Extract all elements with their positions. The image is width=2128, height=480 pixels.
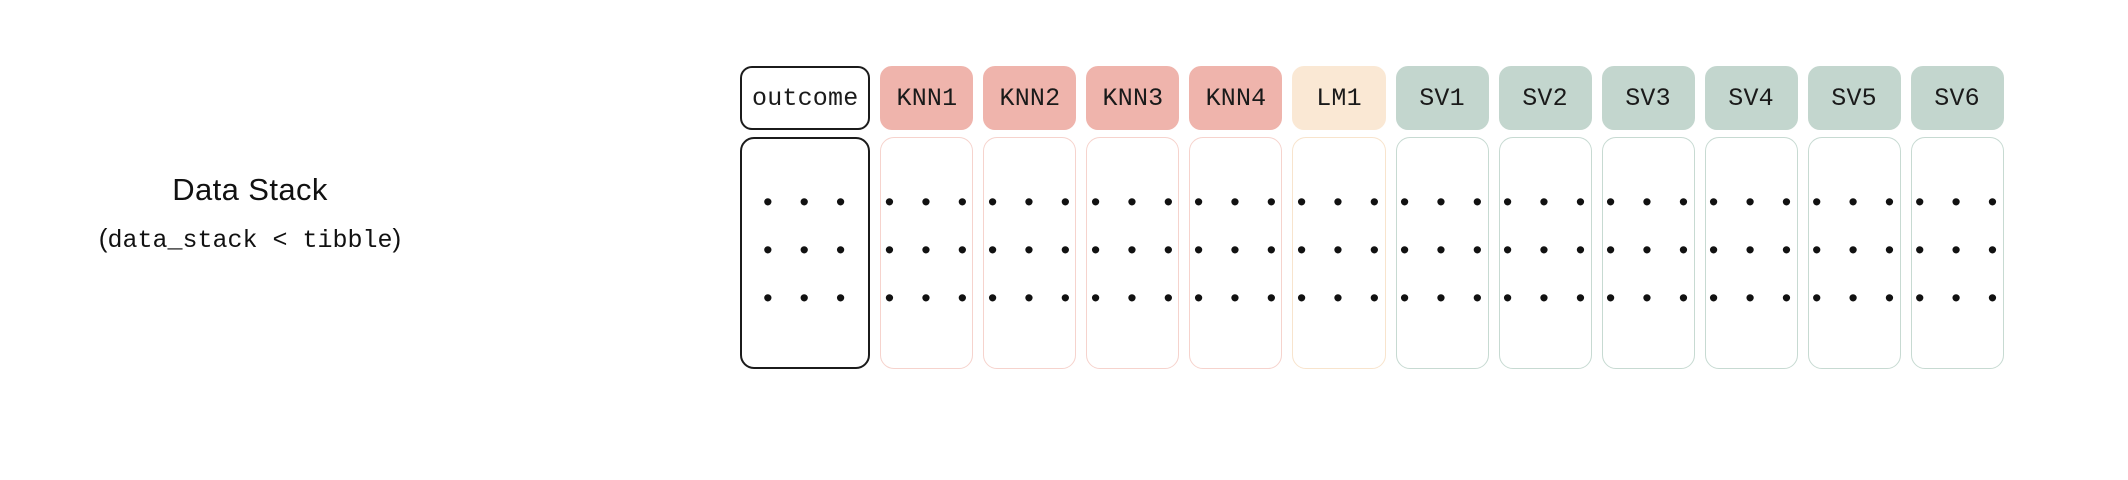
- table-row: • • •: [881, 190, 973, 220]
- table-column-lm1: LM1 • • • • • • • • •: [1292, 66, 1386, 369]
- table-column-sv2: SV2 • • • • • • • • •: [1498, 66, 1592, 369]
- column-header-chip[interactable]: KNN3: [1086, 66, 1180, 130]
- table-column-knn3: KNN3 • • • • • • • • •: [1086, 66, 1180, 369]
- column-body-box: • • • • • • • • •: [1086, 137, 1180, 369]
- table-row: • • •: [1808, 190, 1900, 220]
- table-column-sv6: SV6 • • • • • • • • •: [1910, 66, 2004, 369]
- table-row: • • •: [984, 286, 1076, 316]
- table-row: • • •: [1911, 286, 2003, 316]
- table-row: • • •: [1190, 238, 1282, 268]
- column-body-box: • • • • • • • • •: [1292, 137, 1386, 369]
- table-row: • • •: [1087, 190, 1179, 220]
- table-row: • • •: [1808, 286, 1900, 316]
- table-row: • • •: [1190, 286, 1282, 316]
- column-header-chip[interactable]: SV3: [1601, 66, 1695, 130]
- column-header-chip[interactable]: SV4: [1704, 66, 1798, 130]
- table-row: • • •: [1499, 190, 1591, 220]
- table-column-outcome: outcome • • • • • • • • •: [740, 66, 871, 369]
- table-column-sv1: SV1 • • • • • • • • •: [1395, 66, 1489, 369]
- table-row: • • •: [1602, 190, 1694, 220]
- data-stack-label-block: Data Stack (data_stack < tibble): [0, 170, 500, 258]
- column-header-chip[interactable]: SV6: [1910, 66, 2004, 130]
- column-header-chip[interactable]: KNN1: [880, 66, 974, 130]
- table-column-sv4: SV4 • • • • • • • • •: [1704, 66, 1798, 369]
- table-row: • • •: [1705, 286, 1797, 316]
- table-row: • • •: [1602, 238, 1694, 268]
- table-row: • • •: [1293, 238, 1385, 268]
- table-row: • • •: [1911, 238, 2003, 268]
- table-column-sv5: SV5 • • • • • • • • •: [1807, 66, 1901, 369]
- table-row: • • •: [1705, 238, 1797, 268]
- table-row: • • •: [984, 238, 1076, 268]
- table-row: • • •: [1293, 190, 1385, 220]
- subtitle-code: data_stack < tibble: [107, 226, 393, 255]
- table-row: • • •: [1396, 238, 1488, 268]
- table-row: • • •: [984, 190, 1076, 220]
- column-body-box: • • • • • • • • •: [1807, 137, 1901, 369]
- column-header-chip[interactable]: LM1: [1292, 66, 1386, 130]
- column-body-box: • • • • • • • • •: [1395, 137, 1489, 369]
- table-row: • • •: [759, 238, 851, 268]
- column-body-box: • • • • • • • • •: [880, 137, 974, 369]
- column-body-box: • • • • • • • • •: [1704, 137, 1798, 369]
- column-body-box: • • • • • • • • •: [983, 137, 1077, 369]
- table-column-knn2: KNN2 • • • • • • • • •: [983, 66, 1077, 369]
- table-column-sv3: SV3 • • • • • • • • •: [1601, 66, 1695, 369]
- column-body-box: • • • • • • • • •: [1189, 137, 1283, 369]
- table-row: • • •: [1087, 286, 1179, 316]
- column-body-box: • • • • • • • • •: [1601, 137, 1695, 369]
- subtitle-close-paren: ): [392, 223, 402, 253]
- column-body-box: • • • • • • • • •: [1498, 137, 1592, 369]
- data-stack-table: outcome• • •• • •• • •KNN1• • •• • •• • …: [740, 66, 2004, 369]
- column-body-box: • • • • • • • • •: [740, 137, 871, 369]
- table-row: • • •: [1190, 190, 1282, 220]
- table-column-knn1: KNN1 • • • • • • • • •: [880, 66, 974, 369]
- column-body-box: • • • • • • • • •: [1910, 137, 2004, 369]
- table-row: • • •: [1499, 286, 1591, 316]
- table-row: • • •: [1499, 238, 1591, 268]
- table-row: • • •: [1396, 190, 1488, 220]
- column-header-chip[interactable]: KNN4: [1189, 66, 1283, 130]
- table-row: • • •: [881, 286, 973, 316]
- table-row: • • •: [759, 190, 851, 220]
- table-row: • • •: [1808, 238, 1900, 268]
- table-row: • • •: [1602, 286, 1694, 316]
- subtitle-open-paren: (: [98, 223, 108, 253]
- column-header-chip[interactable]: SV5: [1807, 66, 1901, 130]
- table-row: • • •: [1705, 190, 1797, 220]
- column-header-chip[interactable]: outcome: [740, 66, 871, 130]
- table-row: • • •: [759, 286, 851, 316]
- table-row: • • •: [1396, 286, 1488, 316]
- table-row: • • •: [1293, 286, 1385, 316]
- data-stack-subtitle: (data_stack < tibble): [0, 221, 500, 258]
- table-row: • • •: [881, 238, 973, 268]
- page-title: Data Stack: [172, 172, 328, 207]
- table-row: • • •: [1911, 190, 2003, 220]
- column-header-chip[interactable]: SV1: [1395, 66, 1489, 130]
- column-header-chip[interactable]: SV2: [1498, 66, 1592, 130]
- column-header-chip[interactable]: KNN2: [983, 66, 1077, 130]
- table-column-knn4: KNN4 • • • • • • • • •: [1189, 66, 1283, 369]
- table-row: • • •: [1087, 238, 1179, 268]
